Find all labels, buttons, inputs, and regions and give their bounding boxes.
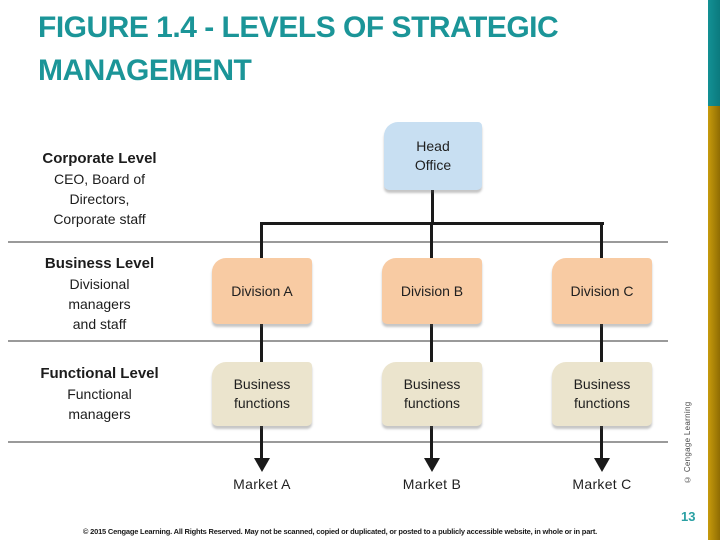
level-line: Directors, (69, 191, 130, 207)
business-functions-box-a: Business functions (212, 362, 312, 426)
level-label-business: Business Level Divisional managers and s… (12, 254, 187, 334)
level-divider (8, 340, 668, 342)
accent-bar-teal (708, 0, 720, 106)
connector-line (600, 323, 603, 363)
level-divider (8, 241, 668, 243)
page-number: 13 (681, 509, 696, 524)
head-office-line2: Office (414, 157, 452, 173)
head-office-box: Head Office (384, 122, 482, 190)
page-title: FIGURE 1.4 - LEVELS OF STRATEGIC MANAGEM… (38, 6, 638, 92)
connector-line (260, 323, 263, 363)
level-line: managers (68, 296, 131, 312)
page-title-line2: MANAGEMENT (38, 54, 252, 87)
level-label-corporate: Corporate Level CEO, Board of Directors,… (12, 149, 187, 229)
cengage-credit-vertical: © Cengage Learning (683, 401, 692, 484)
level-line: managers (68, 406, 131, 422)
market-a-label: Market A (233, 476, 291, 492)
arrow-shaft (260, 425, 263, 461)
level-line: Corporate staff (53, 211, 146, 227)
head-office-line1: Head (416, 138, 450, 154)
market-b-label: Market B (402, 476, 462, 492)
market-c-label: Market C (572, 476, 632, 492)
level-line: CEO, Board of (53, 171, 146, 187)
level-title: Functional Level (40, 365, 159, 382)
arrow-down-icon (424, 458, 440, 472)
level-line: Divisional (69, 276, 130, 292)
business-functions-box-b: Business functions (382, 362, 482, 426)
arrow-down-icon (594, 458, 610, 472)
connector-line (431, 189, 434, 225)
connector-line (430, 222, 433, 259)
connector-line (260, 222, 263, 259)
division-c-box: Division C (552, 258, 652, 324)
level-label-functional: Functional Level Functional managers (12, 364, 187, 424)
accent-bar-gold (708, 106, 720, 540)
level-line: Functional (67, 386, 132, 402)
connector-line (430, 323, 433, 363)
page-title-line1: FIGURE 1.4 - LEVELS OF STRATEGIC (38, 11, 559, 44)
level-line: and staff (72, 316, 127, 332)
level-divider (8, 441, 668, 443)
business-functions-box-c: Business functions (552, 362, 652, 426)
arrow-shaft (430, 425, 433, 461)
arrow-shaft (600, 425, 603, 461)
connector-line (600, 222, 603, 259)
arrow-down-icon (254, 458, 270, 472)
copyright-notice: © 2015 Cengage Learning. All Rights Rese… (82, 527, 598, 536)
level-title: Corporate Level (42, 150, 157, 167)
division-b-box: Division B (382, 258, 482, 324)
level-title: Business Level (44, 255, 155, 272)
division-a-box: Division A (212, 258, 312, 324)
